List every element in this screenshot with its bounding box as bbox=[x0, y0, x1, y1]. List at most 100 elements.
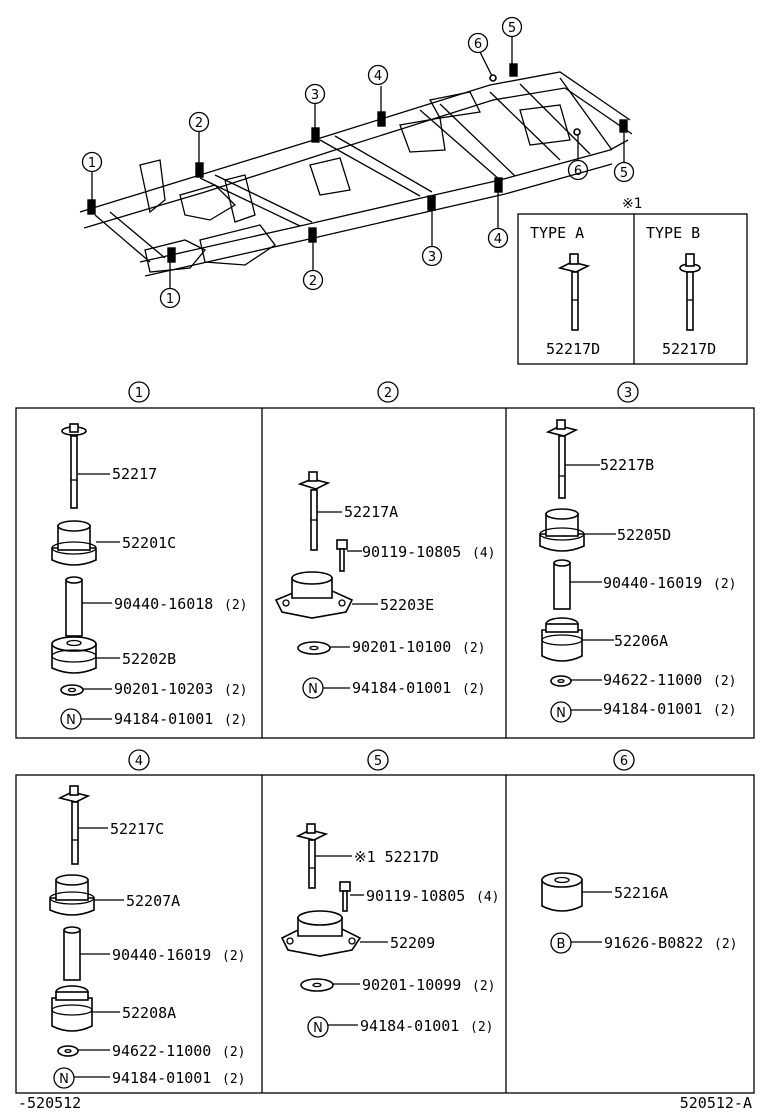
part-qty: (2) bbox=[222, 1072, 245, 1087]
part-label: 52217A bbox=[344, 503, 398, 521]
part-label: 90201-10203 bbox=[114, 680, 213, 698]
nut-94184-01001: N bbox=[550, 701, 572, 723]
marker-3-lower: 3 bbox=[421, 245, 443, 267]
type-inset: ※1 TYPE A TYPE B 52217D 52217D bbox=[517, 196, 748, 365]
group-1: N 52217 52201C 90440-16018 (2) 52202B 90… bbox=[51, 423, 247, 730]
group-3: N 52217B 52205D 90440-16019 (2) 52206A 9… bbox=[539, 419, 736, 723]
cushion-52207A bbox=[49, 874, 95, 916]
bolt-52217 bbox=[61, 423, 87, 509]
svg-text:6: 6 bbox=[620, 754, 628, 769]
part-label: 52217 bbox=[112, 465, 157, 483]
part-label: 52201C bbox=[122, 534, 176, 552]
svg-text:2: 2 bbox=[309, 274, 317, 289]
part-label: 52203E bbox=[380, 596, 434, 614]
cushion-52205D bbox=[539, 508, 585, 552]
corner-code-right: 520512-A bbox=[680, 1094, 752, 1112]
svg-text:1: 1 bbox=[166, 292, 174, 307]
part-label: 52217B bbox=[600, 456, 654, 474]
svg-text:4: 4 bbox=[494, 232, 502, 247]
part-label: 52206A bbox=[614, 632, 668, 650]
part-label: 94184-01001 bbox=[112, 1069, 211, 1087]
part-label: 52207A bbox=[126, 892, 180, 910]
part-label: 90440-16018 bbox=[114, 595, 213, 613]
part-label: 94184-01001 bbox=[603, 700, 702, 718]
bushing-52216A bbox=[541, 872, 583, 912]
panel-box-bottom bbox=[15, 774, 755, 1094]
part-qty: (4) bbox=[472, 546, 495, 561]
part-label: 90440-16019 bbox=[112, 946, 211, 964]
marker-6-upper: 6 bbox=[467, 32, 489, 54]
corner-code-left: -520512 bbox=[18, 1094, 81, 1112]
spacer-90440-16019 bbox=[63, 926, 81, 981]
svg-text:N: N bbox=[59, 1072, 69, 1087]
part-qty: (2) bbox=[462, 641, 485, 656]
bolt-52217C bbox=[57, 785, 91, 865]
part-label: 90201-10099 bbox=[362, 976, 461, 994]
marker-5-upper: 5 bbox=[501, 16, 523, 38]
part-label: 52216A bbox=[614, 884, 668, 902]
bolt-90119-10805 bbox=[339, 881, 351, 912]
panel-box-top bbox=[15, 407, 755, 739]
part-label: 94622-11000 bbox=[112, 1042, 211, 1060]
washer-94622-11000 bbox=[550, 675, 572, 687]
svg-text:3: 3 bbox=[428, 250, 436, 265]
cushion-52202B bbox=[51, 636, 97, 674]
part-label: 52205D bbox=[617, 526, 671, 544]
part-qty: (2) bbox=[224, 713, 247, 728]
washer-90201-10099 bbox=[300, 978, 334, 992]
washer-94622-11000 bbox=[57, 1045, 79, 1057]
part-label: 94622-11000 bbox=[603, 671, 702, 689]
type-a-bolt bbox=[557, 253, 591, 331]
mount-52203E bbox=[274, 571, 354, 619]
part-label: 94184-01001 bbox=[114, 710, 213, 728]
svg-text:N: N bbox=[556, 706, 566, 721]
bolt-52217A bbox=[297, 471, 331, 551]
part-qty: (2) bbox=[224, 683, 247, 698]
svg-text:5: 5 bbox=[620, 166, 628, 181]
type-b-bolt bbox=[679, 253, 701, 331]
svg-text:2: 2 bbox=[195, 116, 203, 131]
svg-text:N: N bbox=[313, 1021, 323, 1036]
part-qty: (2) bbox=[714, 937, 737, 952]
marker-5-lower: 5 bbox=[613, 161, 635, 183]
marker-2-upper: 2 bbox=[188, 111, 210, 133]
mount-52209 bbox=[280, 910, 362, 957]
part-label: 90119-10805 bbox=[362, 543, 461, 561]
overview-markers: 1 1 2 2 3 3 4 4 5 5 6 6 bbox=[81, 16, 635, 309]
group-2: N 52217A 90119-10805 (4) 52203E 90201-10… bbox=[274, 471, 495, 699]
part-label: 94184-01001 bbox=[360, 1017, 459, 1035]
part-label: 90119-10805 bbox=[366, 887, 465, 905]
svg-text:B: B bbox=[557, 937, 566, 952]
bolt-52217B bbox=[545, 419, 579, 499]
cushion-52206A bbox=[541, 617, 583, 662]
nut-94184-01001: N bbox=[302, 677, 324, 699]
type-a-part: 52217D bbox=[546, 340, 600, 358]
svg-text:1: 1 bbox=[88, 156, 96, 171]
part-label: 52209 bbox=[390, 934, 435, 952]
inset-note: ※1 bbox=[622, 196, 642, 212]
washer-90201-10100 bbox=[297, 641, 331, 655]
marker-1-lower: 1 bbox=[159, 287, 181, 309]
cushion-52208A bbox=[51, 985, 93, 1032]
marker-2-lower: 2 bbox=[302, 269, 324, 291]
cushion-52201C bbox=[51, 520, 97, 566]
marker-4-upper: 4 bbox=[367, 64, 389, 86]
part-qty: (2) bbox=[222, 1045, 245, 1060]
part-label: 94184-01001 bbox=[352, 679, 451, 697]
part-qty: (2) bbox=[470, 1020, 493, 1035]
part-label: 90201-10100 bbox=[352, 638, 451, 656]
svg-text:N: N bbox=[66, 713, 76, 728]
part-qty: (2) bbox=[462, 682, 485, 697]
svg-text:6: 6 bbox=[574, 164, 582, 179]
type-b-label: TYPE B bbox=[646, 224, 700, 242]
marker-6-lower: 6 bbox=[567, 159, 589, 181]
marker-4-lower: 4 bbox=[487, 227, 509, 249]
part-qty: (2) bbox=[713, 674, 736, 689]
part-label: 52208A bbox=[122, 1004, 176, 1022]
part-label: 90440-16019 bbox=[603, 574, 702, 592]
part-qty: (2) bbox=[713, 703, 736, 718]
part-label: ※1 52217D bbox=[354, 848, 439, 866]
svg-text:3: 3 bbox=[624, 386, 632, 401]
bolt-91626-B0822: B bbox=[550, 932, 572, 954]
type-b-part: 52217D bbox=[662, 340, 716, 358]
